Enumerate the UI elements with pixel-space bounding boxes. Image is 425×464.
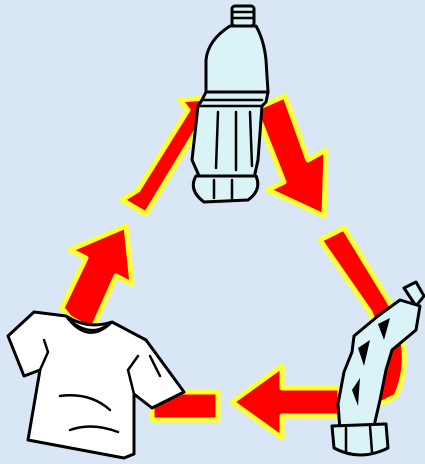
- recycling-cycle-diagram: [0, 0, 425, 464]
- diagram-canvas: [0, 0, 425, 464]
